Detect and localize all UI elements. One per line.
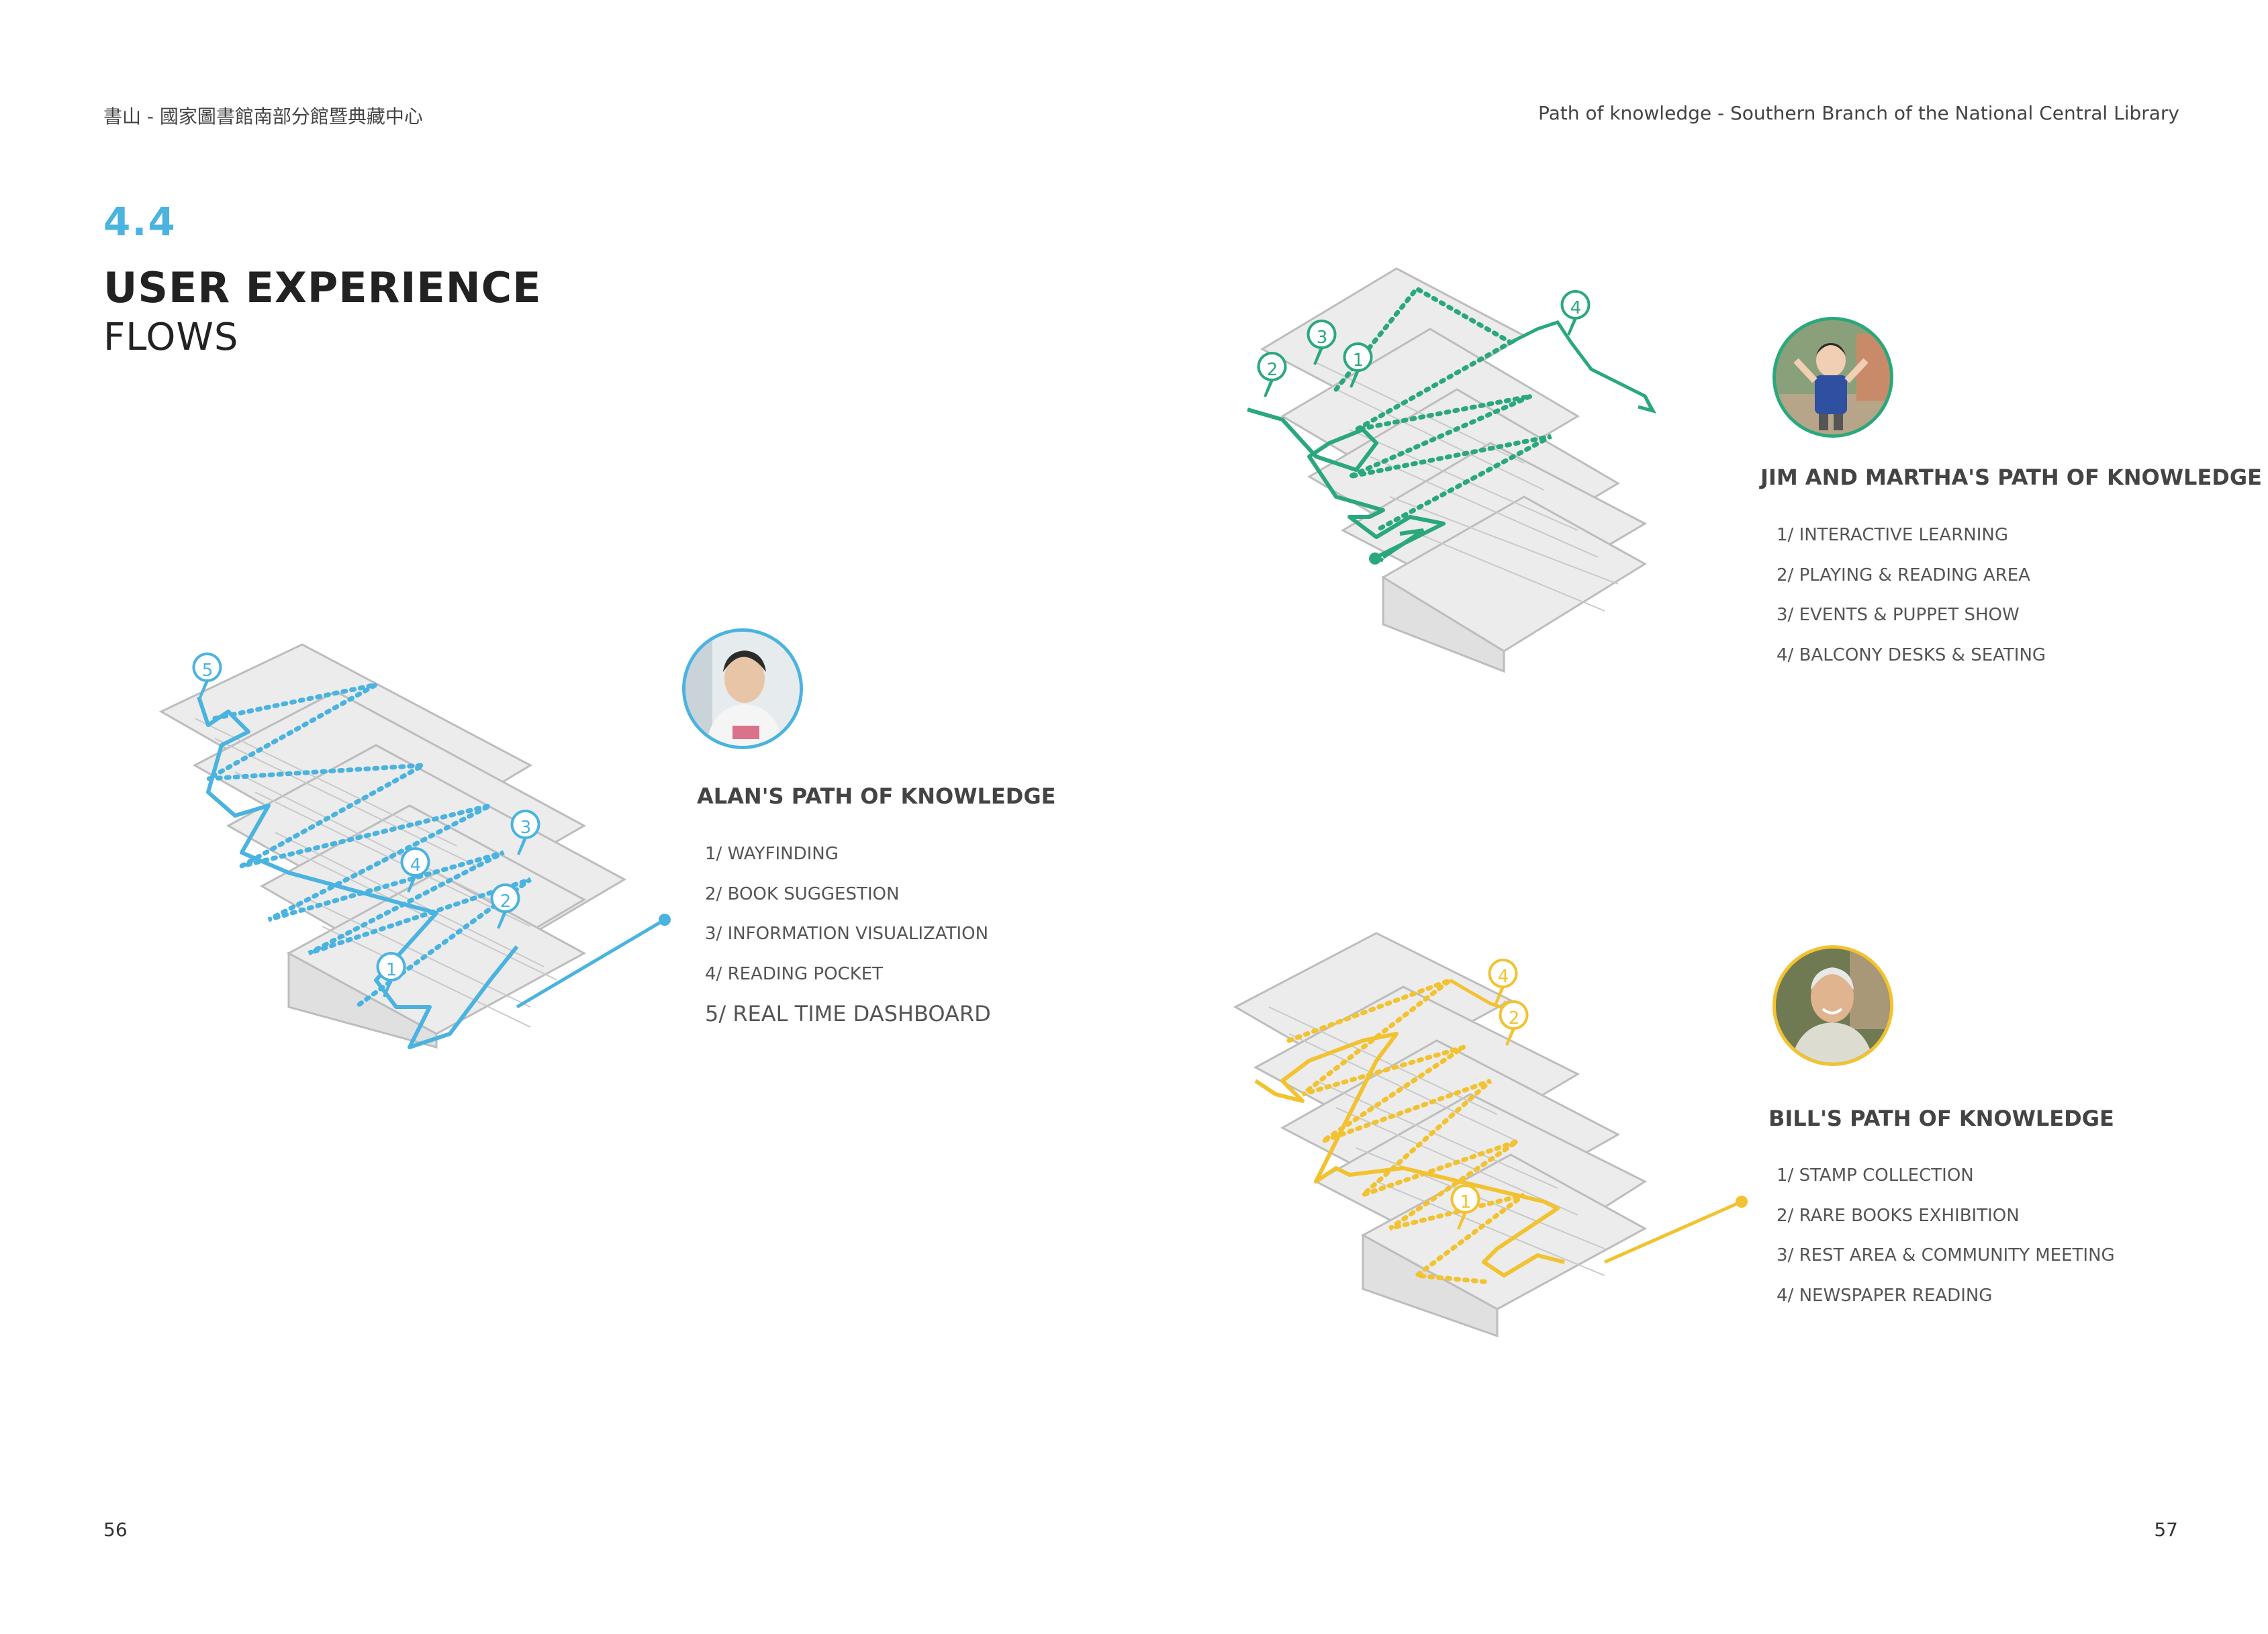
page-number-right: 57 bbox=[2154, 1519, 2178, 1541]
section-title: USER EXPERIENCE bbox=[103, 263, 542, 312]
bill-path-dotted bbox=[1286, 977, 1526, 1285]
jim-step-2: 2/ PLAYING & READING AREA bbox=[1777, 565, 2030, 585]
bill-step-4: 4/ NEWSPAPER READING bbox=[1777, 1285, 1993, 1306]
alan-step-1: 1/ WAYFINDING bbox=[705, 844, 839, 864]
jim-step-3: 3/ EVENTS & PUPPET SHOW bbox=[1777, 605, 2020, 625]
svg-text:1: 1 bbox=[1460, 1192, 1472, 1212]
alan-marker-3: 3 bbox=[510, 810, 540, 855]
bill-step-3: 3/ REST AREA & COMMUNITY MEETING bbox=[1777, 1245, 2115, 1265]
jim-marker-4: 4 bbox=[1560, 290, 1591, 336]
alan-step-4: 4/ READING POCKET bbox=[705, 963, 884, 984]
bill-path-end-dot bbox=[1736, 1196, 1748, 1208]
bill-path-title: BILL'S PATH OF KNOWLEDGE bbox=[1768, 1106, 2114, 1131]
jim-marker-2: 2 bbox=[1257, 352, 1287, 397]
svg-text:2: 2 bbox=[500, 892, 512, 912]
bill-path-solid bbox=[1254, 1032, 1565, 1278]
header-left-title: 書山 - 國家圖書館南部分館暨典藏中心 bbox=[103, 105, 423, 128]
alan-step-3: 3/ INFORMATION VISUALIZATION bbox=[705, 924, 989, 944]
svg-text:4: 4 bbox=[1570, 298, 1582, 318]
svg-text:2: 2 bbox=[1267, 360, 1278, 380]
jim-path-solid bbox=[1247, 407, 1446, 563]
bill-marker-4: 4 bbox=[1488, 959, 1518, 1004]
bill-steps-list: 1/ STAMP COLLECTION 2/ RARE BOOKS EXHIBI… bbox=[1777, 1165, 2115, 1325]
bill-building-diagram: 1 2 4 bbox=[1233, 932, 1748, 1338]
jim-martha-building-diagram: 1 2 3 4 bbox=[1247, 267, 1657, 673]
svg-text:1: 1 bbox=[386, 960, 397, 980]
building-rows bbox=[1315, 362, 1619, 612]
svg-text:1: 1 bbox=[1353, 350, 1364, 371]
alan-path-title: ALAN'S PATH OF KNOWLEDGE bbox=[697, 783, 1056, 809]
alan-building-diagram: 1 2 3 4 5 bbox=[158, 643, 671, 1049]
jim-path-dotted bbox=[1333, 285, 1552, 533]
svg-text:2: 2 bbox=[1509, 1008, 1520, 1028]
section-subtitle: FLOWS bbox=[103, 316, 239, 359]
jim-step-4: 4/ BALCONY DESKS & SEATING bbox=[1777, 644, 2046, 665]
jim-path-solid-start bbox=[1382, 528, 1425, 559]
jim-martha-avatar bbox=[1773, 317, 1893, 438]
bill-marker-1: 1 bbox=[1450, 1184, 1480, 1230]
page-number-left: 56 bbox=[103, 1519, 128, 1541]
bill-step-1: 1/ STAMP COLLECTION bbox=[1777, 1165, 1974, 1186]
bill-path-tail bbox=[1603, 1200, 1743, 1264]
alan-marker-5: 5 bbox=[192, 653, 222, 698]
child-portrait-icon bbox=[1776, 320, 1890, 434]
alan-marker-4: 4 bbox=[400, 847, 430, 893]
alan-step-2: 2/ BOOK SUGGESTION bbox=[705, 883, 900, 904]
svg-text:4: 4 bbox=[410, 855, 422, 875]
bill-avatar bbox=[1773, 945, 1893, 1066]
jim-marker-3: 3 bbox=[1307, 320, 1337, 365]
jim-marker-1: 1 bbox=[1343, 342, 1373, 388]
bill-path-arrow bbox=[1449, 978, 1511, 1012]
alan-marker-2: 2 bbox=[490, 883, 520, 929]
alan-steps-list: 1/ WAYFINDING 2/ BOOK SUGGESTION 3/ INFO… bbox=[705, 844, 991, 1044]
svg-text:5: 5 bbox=[202, 661, 214, 681]
alan-avatar bbox=[682, 628, 803, 749]
alan-step-5: 5/ REAL TIME DASHBOARD bbox=[705, 1001, 991, 1026]
bill-marker-2: 2 bbox=[1499, 1000, 1529, 1046]
elderly-man-portrait-icon bbox=[1776, 949, 1890, 1063]
section-number: 4.4 bbox=[103, 199, 177, 244]
jim-martha-path-title: JIM AND MARTHA'S PATH OF KNOWLEDGE bbox=[1760, 465, 2262, 490]
alan-path-tail bbox=[516, 918, 666, 1009]
building-massing bbox=[158, 643, 627, 1049]
jim-martha-steps-list: 1/ INTERACTIVE LEARNING 2/ PLAYING & REA… bbox=[1777, 525, 2046, 685]
header-right-title: Path of knowledge - Southern Branch of t… bbox=[1538, 102, 2179, 124]
alan-path-dotted bbox=[207, 682, 532, 1010]
svg-text:3: 3 bbox=[520, 818, 532, 838]
svg-text:3: 3 bbox=[1317, 328, 1328, 348]
jim-path-start-dot bbox=[1369, 552, 1381, 565]
bill-step-2: 2/ RARE BOOKS EXHIBITION bbox=[1777, 1205, 2020, 1226]
svg-text:4: 4 bbox=[1498, 967, 1509, 987]
jim-step-1: 1/ INTERACTIVE LEARNING bbox=[1777, 525, 2008, 545]
person-portrait-icon bbox=[686, 632, 800, 746]
alan-marker-1: 1 bbox=[376, 952, 406, 998]
